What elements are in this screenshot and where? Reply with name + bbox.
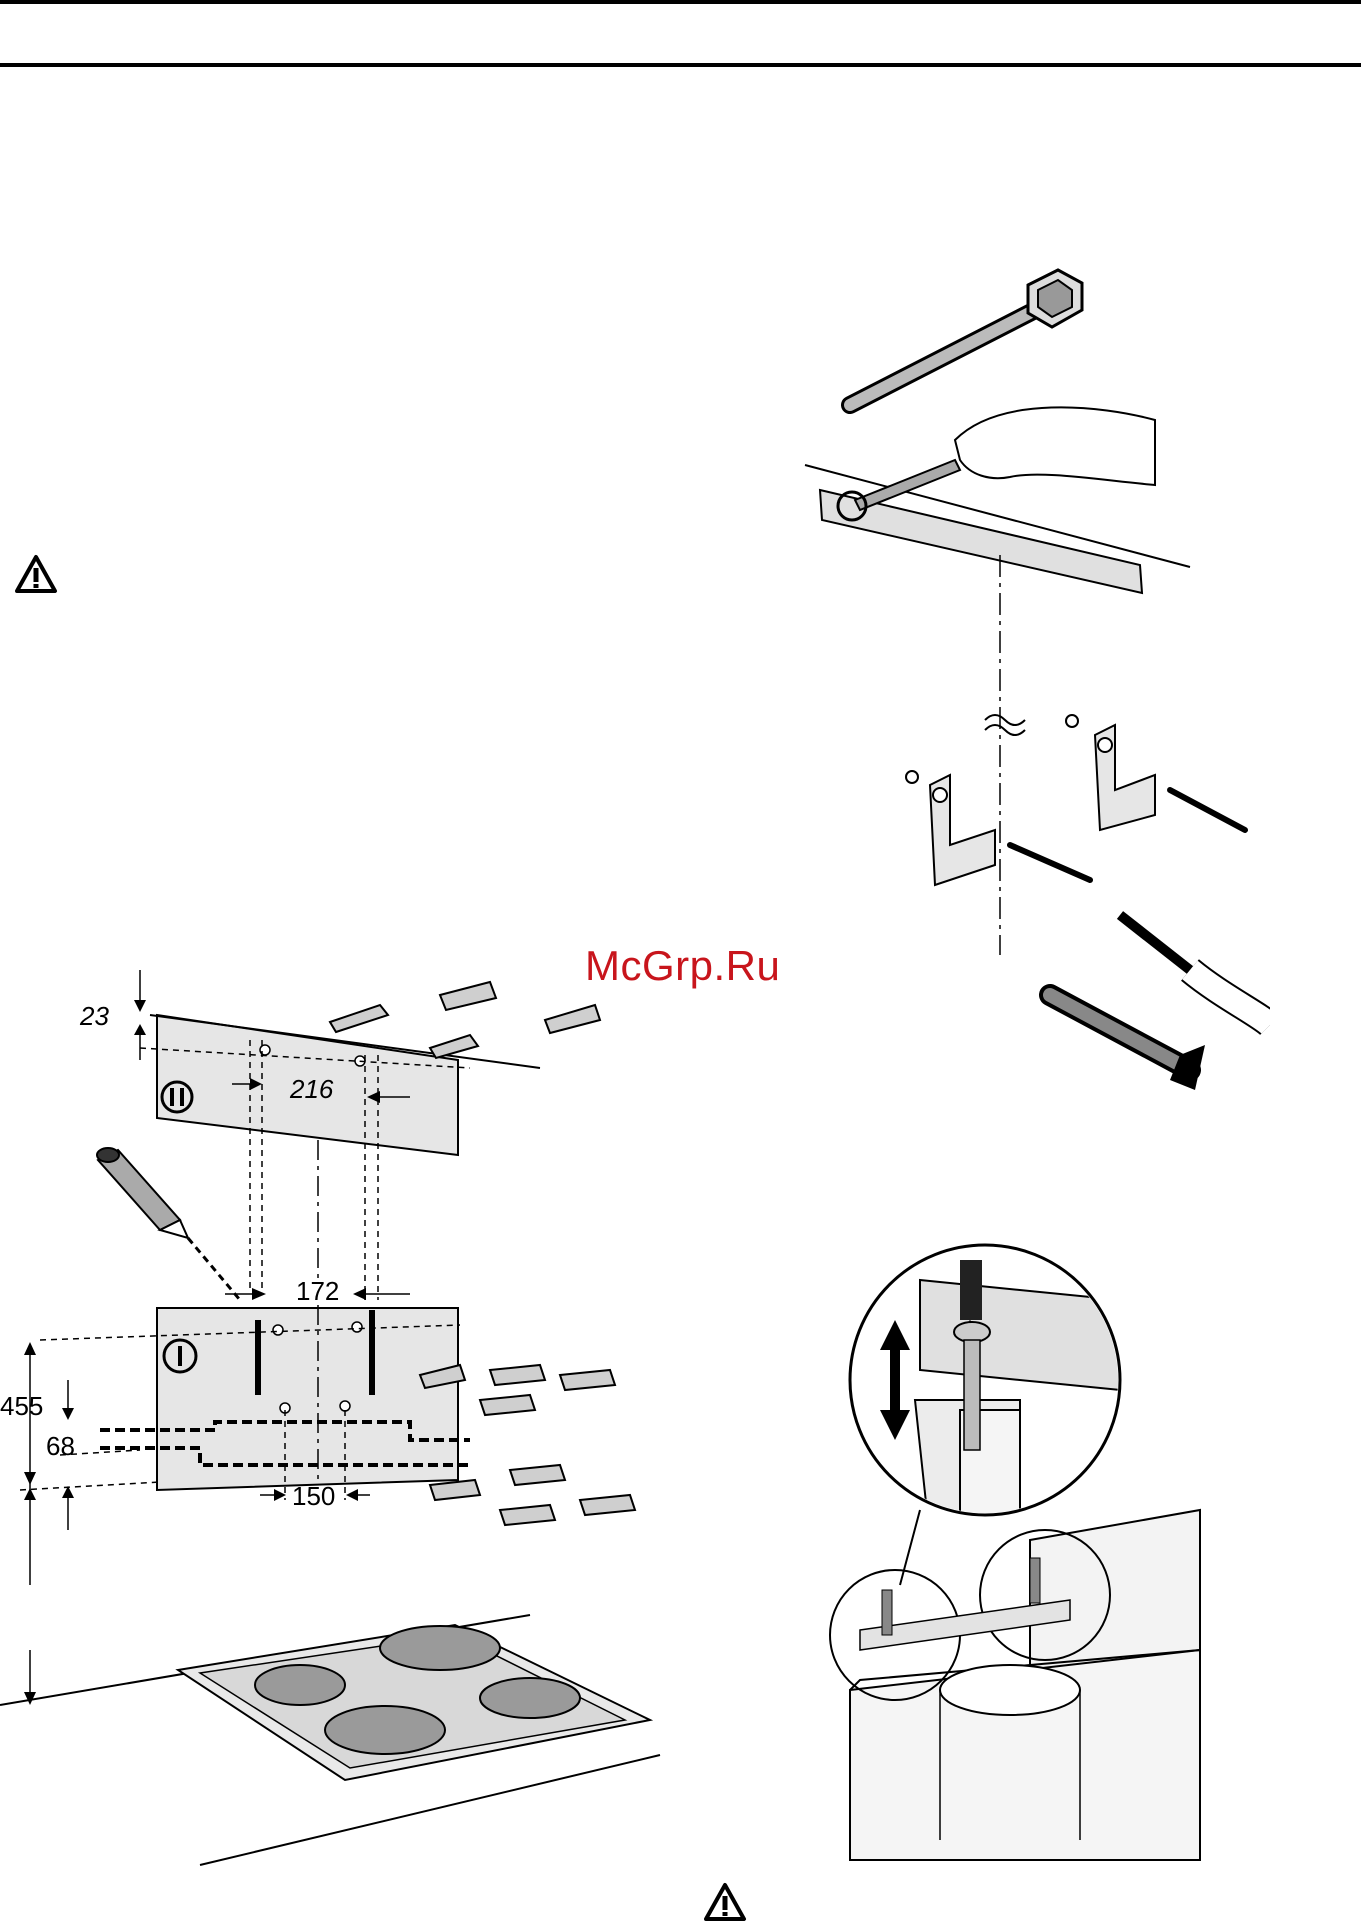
dimension-68: 68	[46, 1431, 75, 1461]
hex-bolt-icon	[850, 270, 1082, 405]
pencil-icon	[97, 1148, 240, 1300]
bracket-mounting-diagram	[800, 255, 1270, 1110]
dimension-455: 455	[0, 1391, 43, 1421]
warning-triangle-icon	[14, 554, 58, 594]
template-drilling-diagram: 23 216 172 455 68	[0, 960, 680, 1890]
cooktop-icon	[178, 1625, 650, 1780]
dimension-23: 23	[79, 1001, 109, 1031]
dimension-172: 172	[296, 1276, 339, 1306]
screwdriver-icon	[1120, 915, 1270, 1025]
header-separator-rule	[0, 63, 1361, 67]
adjustment-detail-diagram	[820, 1240, 1260, 1880]
top-border-rule	[0, 0, 1361, 4]
warning-triangle-icon	[703, 1882, 747, 1922]
hand-icon	[955, 407, 1155, 485]
dimension-216: 216	[289, 1074, 334, 1104]
dimension-150: 150	[292, 1481, 335, 1511]
